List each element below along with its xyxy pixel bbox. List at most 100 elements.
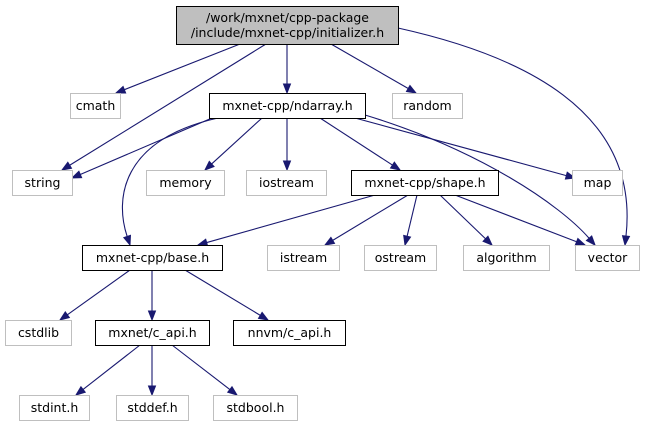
edge-shape-to-base	[196, 194, 376, 247]
edge-base-to-nnvm	[184, 269, 270, 321]
node-label: mxnet-cpp/ndarray.h	[222, 98, 352, 113]
node-cmath: cmath	[70, 93, 121, 119]
edge-line	[67, 269, 131, 316]
edge-initializer-to-random	[330, 43, 418, 94]
node-label: iostream	[259, 175, 314, 190]
node-nnvm[interactable]: nnvm/c_api.h	[233, 320, 346, 346]
node-initializer: /work/mxnet/cpp-package/include/mxnet-cp…	[176, 6, 399, 45]
node-box	[70, 93, 121, 119]
node-box	[116, 395, 189, 421]
edge-line	[332, 194, 409, 241]
arrowhead	[58, 311, 71, 321]
node-box	[572, 170, 623, 196]
node-label: stdbool.h	[227, 400, 285, 415]
node-vector: vector	[575, 245, 640, 271]
edge-c_api-to-stddef	[147, 345, 157, 397]
arrowhead	[122, 234, 132, 247]
edge-ndarray-to-string	[70, 117, 213, 179]
node-base[interactable]: mxnet-cpp/base.h	[82, 245, 223, 271]
arrowhead	[282, 83, 292, 95]
edge-line	[406, 194, 418, 237]
node-label: cmath	[76, 98, 116, 113]
node-box	[176, 6, 399, 45]
node-memory: memory	[146, 170, 225, 196]
node-label: mxnet-cpp/base.h	[96, 250, 209, 265]
edge-initializer-to-ndarray	[282, 44, 292, 95]
edge-line	[439, 194, 486, 240]
edge-initializer-to-cmath	[114, 43, 241, 94]
node-stddef: stddef.h	[116, 395, 189, 421]
edge-line	[330, 43, 409, 89]
node-box	[575, 245, 640, 271]
node-box	[267, 245, 340, 271]
node-istream: istream	[267, 245, 340, 271]
node-box	[213, 395, 298, 421]
node-box	[392, 93, 463, 119]
node-string: string	[12, 170, 73, 196]
arrowhead	[621, 235, 631, 247]
arrowhead	[389, 161, 402, 171]
edge-line	[397, 27, 628, 237]
node-box	[463, 245, 550, 271]
arrowhead	[482, 235, 493, 246]
node-box	[95, 320, 210, 346]
edge-ndarray-to-iostream	[282, 118, 292, 172]
edge-line	[121, 117, 219, 237]
edge-shape-to-algorithm	[439, 194, 493, 246]
edge-line	[171, 344, 231, 390]
node-c_api[interactable]: mxnet/c_api.h	[95, 320, 210, 346]
edge-ndarray-to-memory	[203, 117, 263, 171]
node-label: string	[25, 175, 61, 190]
arrowhead	[203, 160, 215, 171]
node-label: memory	[159, 175, 212, 190]
edge-base-to-cstdlib	[58, 269, 131, 321]
node-box	[12, 170, 73, 196]
node-label: /include/mxnet-cpp/initializer.h	[191, 25, 384, 40]
edge-ndarray-to-shape	[319, 117, 402, 171]
edge-shape-to-ostream	[403, 194, 418, 247]
edge-shape-to-istream	[323, 194, 409, 246]
edge-line	[319, 117, 393, 166]
node-iostream: iostream	[246, 170, 327, 196]
edge-line	[124, 43, 241, 91]
edge-line	[82, 344, 141, 390]
node-label: random	[403, 98, 451, 113]
arrowhead	[196, 238, 209, 247]
node-label: stdint.h	[31, 400, 79, 415]
node-label: cstdlib	[18, 325, 59, 340]
edge-ndarray-to-base	[121, 117, 219, 247]
node-box	[351, 170, 499, 196]
edge-line	[454, 194, 577, 243]
nodes-layer: /work/mxnet/cpp-package/include/mxnet-cp…	[5, 6, 640, 421]
arrowhead	[585, 235, 596, 247]
node-label: nnvm/c_api.h	[248, 325, 332, 340]
node-cstdlib: cstdlib	[5, 320, 72, 346]
node-shape[interactable]: mxnet-cpp/shape.h	[351, 170, 499, 196]
edge-line	[364, 114, 590, 239]
edge-ndarray-to-vector	[364, 114, 596, 247]
arrowhead	[74, 385, 87, 396]
node-box	[82, 245, 223, 271]
node-label: stddef.h	[127, 400, 177, 415]
arrowhead	[114, 85, 127, 94]
arrowhead	[226, 385, 239, 396]
edge-shape-to-vector	[454, 194, 587, 246]
node-label: map	[584, 175, 612, 190]
node-box	[246, 170, 327, 196]
edge-line	[206, 194, 376, 244]
arrowhead	[403, 234, 412, 247]
node-ndarray[interactable]: mxnet-cpp/ndarray.h	[209, 93, 366, 119]
node-box	[233, 320, 346, 346]
arrowhead	[147, 385, 157, 397]
arrowhead	[282, 160, 292, 172]
node-label: ostream	[375, 250, 426, 265]
arrowhead	[60, 161, 73, 171]
node-box	[364, 245, 437, 271]
node-label: istream	[280, 250, 327, 265]
node-box	[5, 320, 72, 346]
edge-line	[80, 117, 213, 175]
edge-c_api-to-stdint	[74, 344, 141, 396]
arrowhead	[70, 170, 83, 179]
node-ostream: ostream	[364, 245, 437, 271]
node-stdbool: stdbool.h	[213, 395, 298, 421]
